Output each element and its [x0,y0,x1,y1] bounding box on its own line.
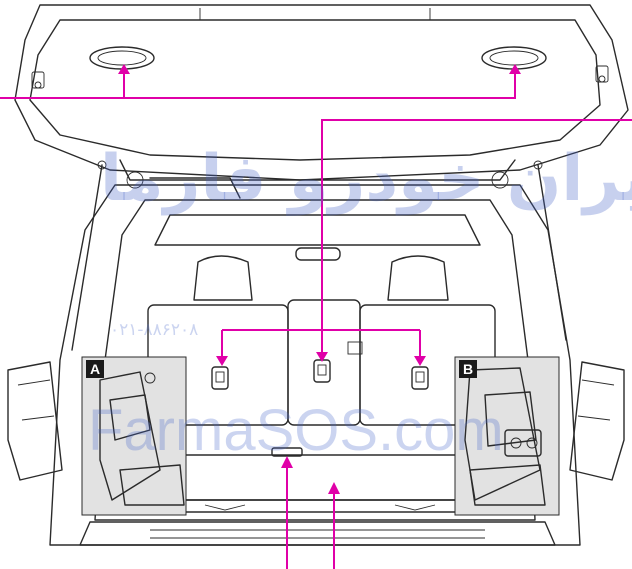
inset-a-hook [144,372,156,384]
left-seat-release [211,366,229,390]
left-taillight [7,361,63,481]
watermark-latin-brand: FarmaSOS.com [88,398,504,463]
inset-a: A [81,356,187,516]
watermark-phone: ۰۲۱-۸۸۶۲۰۸ [110,320,198,340]
left-gas-strut [71,160,107,351]
inset-b: B [454,356,560,516]
rear-window [154,214,481,261]
inset-b-storage-tray [469,464,546,506]
inset-a-storage-tray [119,464,185,506]
left-door-lamp [89,46,155,70]
watermark: ایران خودرو فارما ۰۲۱-۸۸۶۲۰۸ FarmaSOS.co… [88,142,632,463]
left-headrest [193,255,253,301]
inset-b-label: B [463,361,473,377]
cargo-opening [49,184,581,546]
right-seat-release [411,366,429,390]
watermark-persian-brand: ایران خودرو فارما [100,142,632,216]
inset-a-side-panel [109,394,151,441]
center-seat-release [313,359,331,383]
seat-latch-indicator [347,341,363,355]
right-headrest [387,255,449,301]
right-taillight [569,361,625,481]
callout-seat-releases [216,119,632,366]
callout-deck-board [281,456,340,569]
rearview-mirror [295,247,341,261]
rear-bumper [79,521,556,546]
callout-door-lamps [0,64,521,99]
door-clip-left [31,71,45,89]
latch-bar [126,171,509,199]
door-clip-right [595,65,609,83]
back-door-outline [14,4,629,181]
inset-b-accessory-socket [504,429,542,457]
inset-a-label: A [90,361,100,377]
